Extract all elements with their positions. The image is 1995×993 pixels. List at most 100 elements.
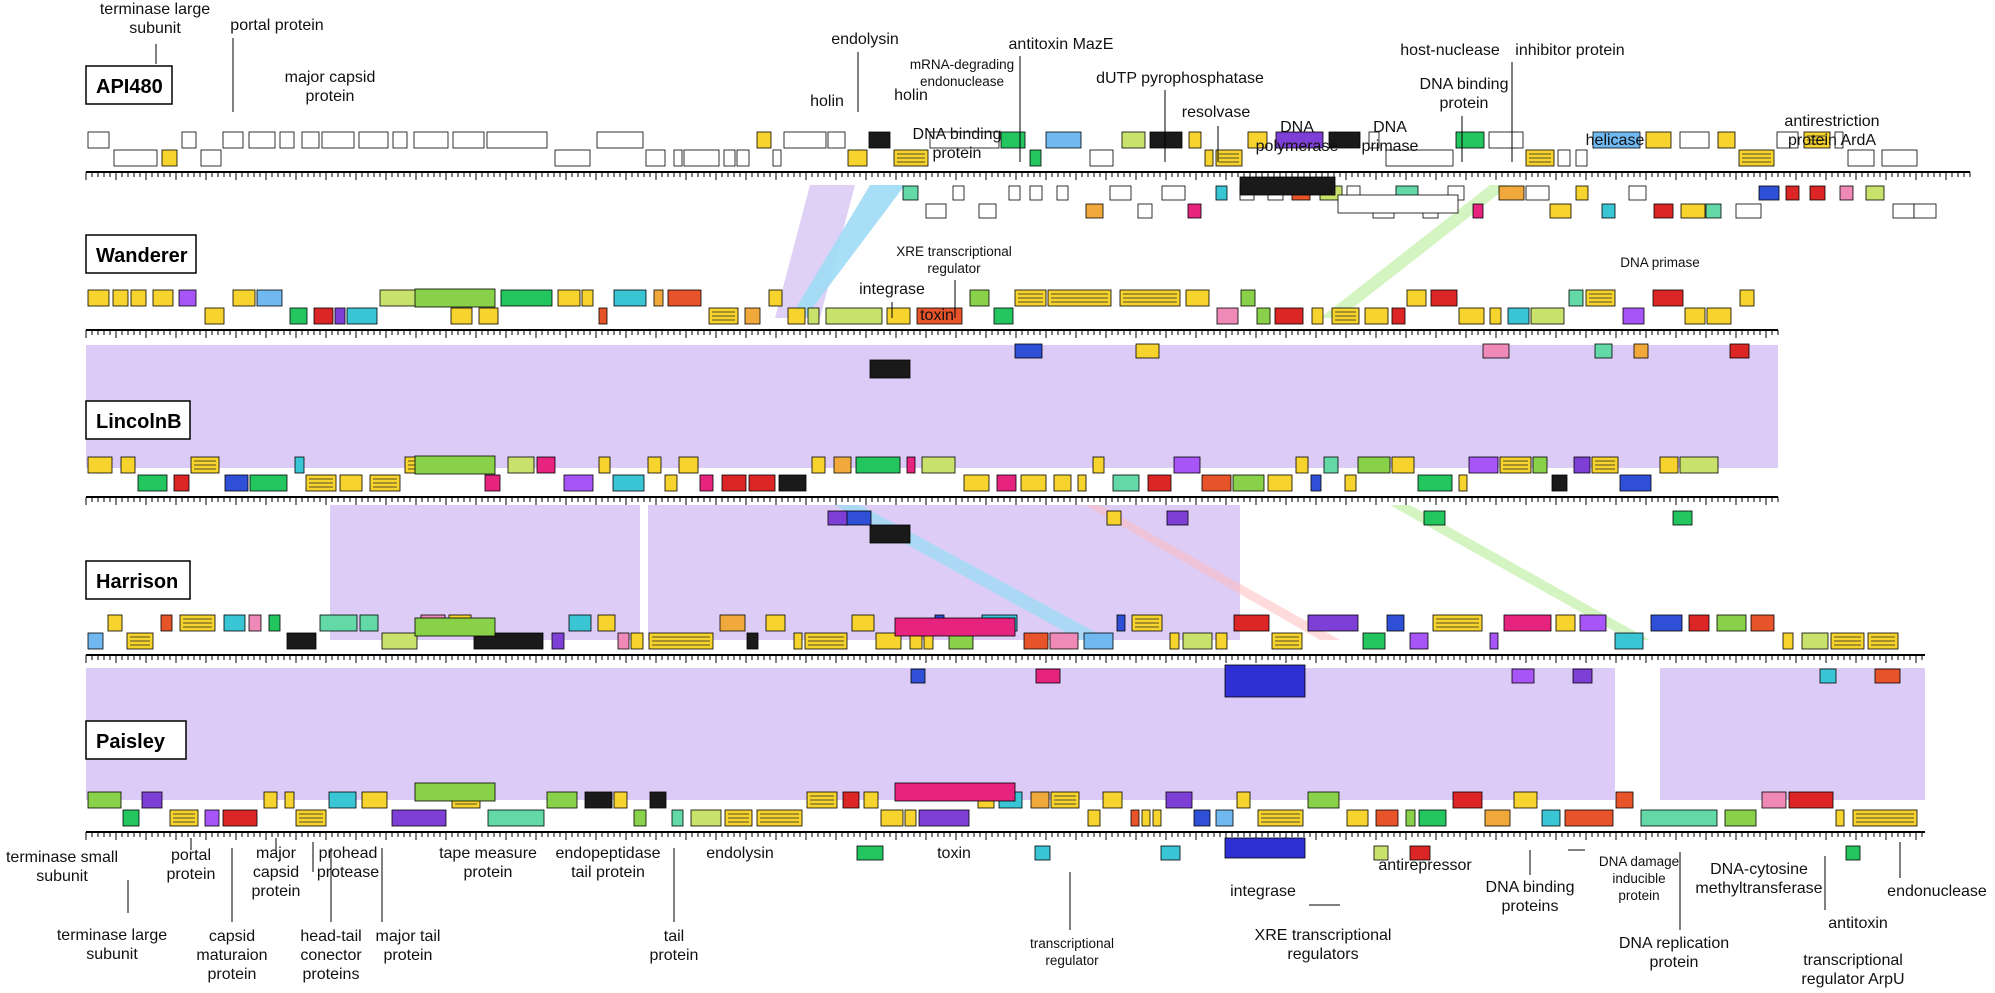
gene-box: [842, 791, 860, 809]
gene-box: [1688, 614, 1710, 632]
gene-box: [1724, 809, 1757, 827]
gene-tape-measure-lincolnb: [414, 455, 496, 475]
gene-box: [736, 149, 750, 167]
track-paisley: [85, 791, 1925, 861]
genome-name-paisley: Paisley: [96, 731, 166, 753]
gene-box: [1173, 456, 1201, 474]
gene-box: [996, 474, 1017, 492]
gene-box: [1344, 474, 1357, 492]
gene-box: [1169, 632, 1180, 650]
gene-box: [1053, 474, 1072, 492]
gene-box: [1652, 289, 1684, 307]
gene-box: [1307, 614, 1359, 632]
gene-box: [1489, 632, 1499, 650]
gene-box: [1083, 632, 1114, 650]
gene-box: [450, 307, 473, 325]
gene-box-reverse: [1594, 343, 1613, 359]
gene-box: [1386, 614, 1405, 632]
gene-box-reverse: [1628, 185, 1647, 201]
gene-box: [1141, 809, 1151, 827]
gene-box-reverse: [1085, 203, 1104, 219]
gene-box: [1507, 307, 1530, 325]
gene-integrase-paisley: [1224, 837, 1306, 859]
gene-box: [1452, 791, 1483, 809]
homology-band-api480-wanderer: [775, 185, 855, 318]
gene-box-reverse: [1373, 845, 1389, 861]
gene-box: [673, 149, 683, 167]
gene-box: [833, 456, 852, 474]
gene-box: [1346, 809, 1369, 827]
gene-box: [222, 809, 258, 827]
gene-box: [1541, 809, 1561, 827]
gene-box-reverse: [1839, 185, 1854, 201]
gene-box: [392, 131, 408, 149]
genome-label-lincolnb: LincolnB: [85, 400, 191, 440]
top-label-4: holin: [810, 93, 844, 110]
gene-box-reverse: [1653, 203, 1674, 219]
gene-box-reverse: [1874, 668, 1901, 684]
gene-box: [1385, 149, 1454, 167]
gene-box: [647, 456, 662, 474]
gene-box: [744, 307, 761, 325]
gene-box: [1455, 131, 1485, 149]
gene-box: [1130, 809, 1140, 827]
track-wanderer: [85, 289, 1779, 359]
gene-box: [649, 791, 667, 809]
gene-box: [120, 456, 136, 474]
gene-box: [546, 791, 578, 809]
homology-band-cyan-1: [790, 185, 905, 318]
gene-box: [1458, 474, 1468, 492]
gene-box: [969, 289, 990, 307]
gene-box: [478, 307, 499, 325]
gene-box: [904, 809, 917, 827]
gene-box: [1023, 632, 1049, 650]
gene-box: [1323, 456, 1339, 474]
gene-box: [1236, 791, 1251, 809]
gene-box: [906, 456, 916, 474]
gene-box: [181, 131, 197, 149]
gene-box: [1215, 632, 1228, 650]
gene-box: [223, 614, 246, 632]
gene-box: [1679, 456, 1719, 474]
gene-reverse-large: [1337, 194, 1459, 214]
gene-box-reverse: [856, 845, 884, 861]
gene-box: [1615, 791, 1634, 809]
gene-box: [1513, 791, 1538, 809]
gene-box: [746, 632, 759, 650]
ruler-ticks: [85, 497, 1779, 505]
gene-box: [391, 809, 447, 827]
gene-box: [1201, 474, 1232, 492]
gene-box-reverse: [1160, 845, 1181, 861]
gene-box-reverse: [1106, 510, 1122, 526]
gene-box-reverse: [1549, 203, 1572, 219]
gene-box-reverse: [1758, 185, 1780, 201]
top-label-1: portal protein: [230, 17, 323, 34]
gene-box: [1089, 149, 1114, 167]
gene-box: [1149, 131, 1183, 149]
gene-box: [161, 149, 178, 167]
gene-box: [868, 131, 891, 149]
gene-box: [721, 474, 747, 492]
gene-box: [173, 474, 190, 492]
gene-box: [1165, 791, 1193, 809]
gene-toxin-paisley: [894, 782, 1016, 802]
homology-band-green-2: [1320, 185, 1510, 318]
homology-bands: [86, 185, 1925, 800]
gene-box-reverse: [1498, 185, 1525, 201]
gene-box: [1579, 614, 1607, 632]
gene-box: [1684, 307, 1706, 325]
gene-box: [1640, 809, 1718, 827]
gene-box: [1182, 632, 1213, 650]
gene-box: [178, 289, 197, 307]
gene-box-reverse: [1601, 203, 1616, 219]
gene-box: [581, 289, 594, 307]
gene-box: [993, 307, 1014, 325]
gene-box: [1409, 632, 1429, 650]
gene-box: [918, 809, 970, 827]
